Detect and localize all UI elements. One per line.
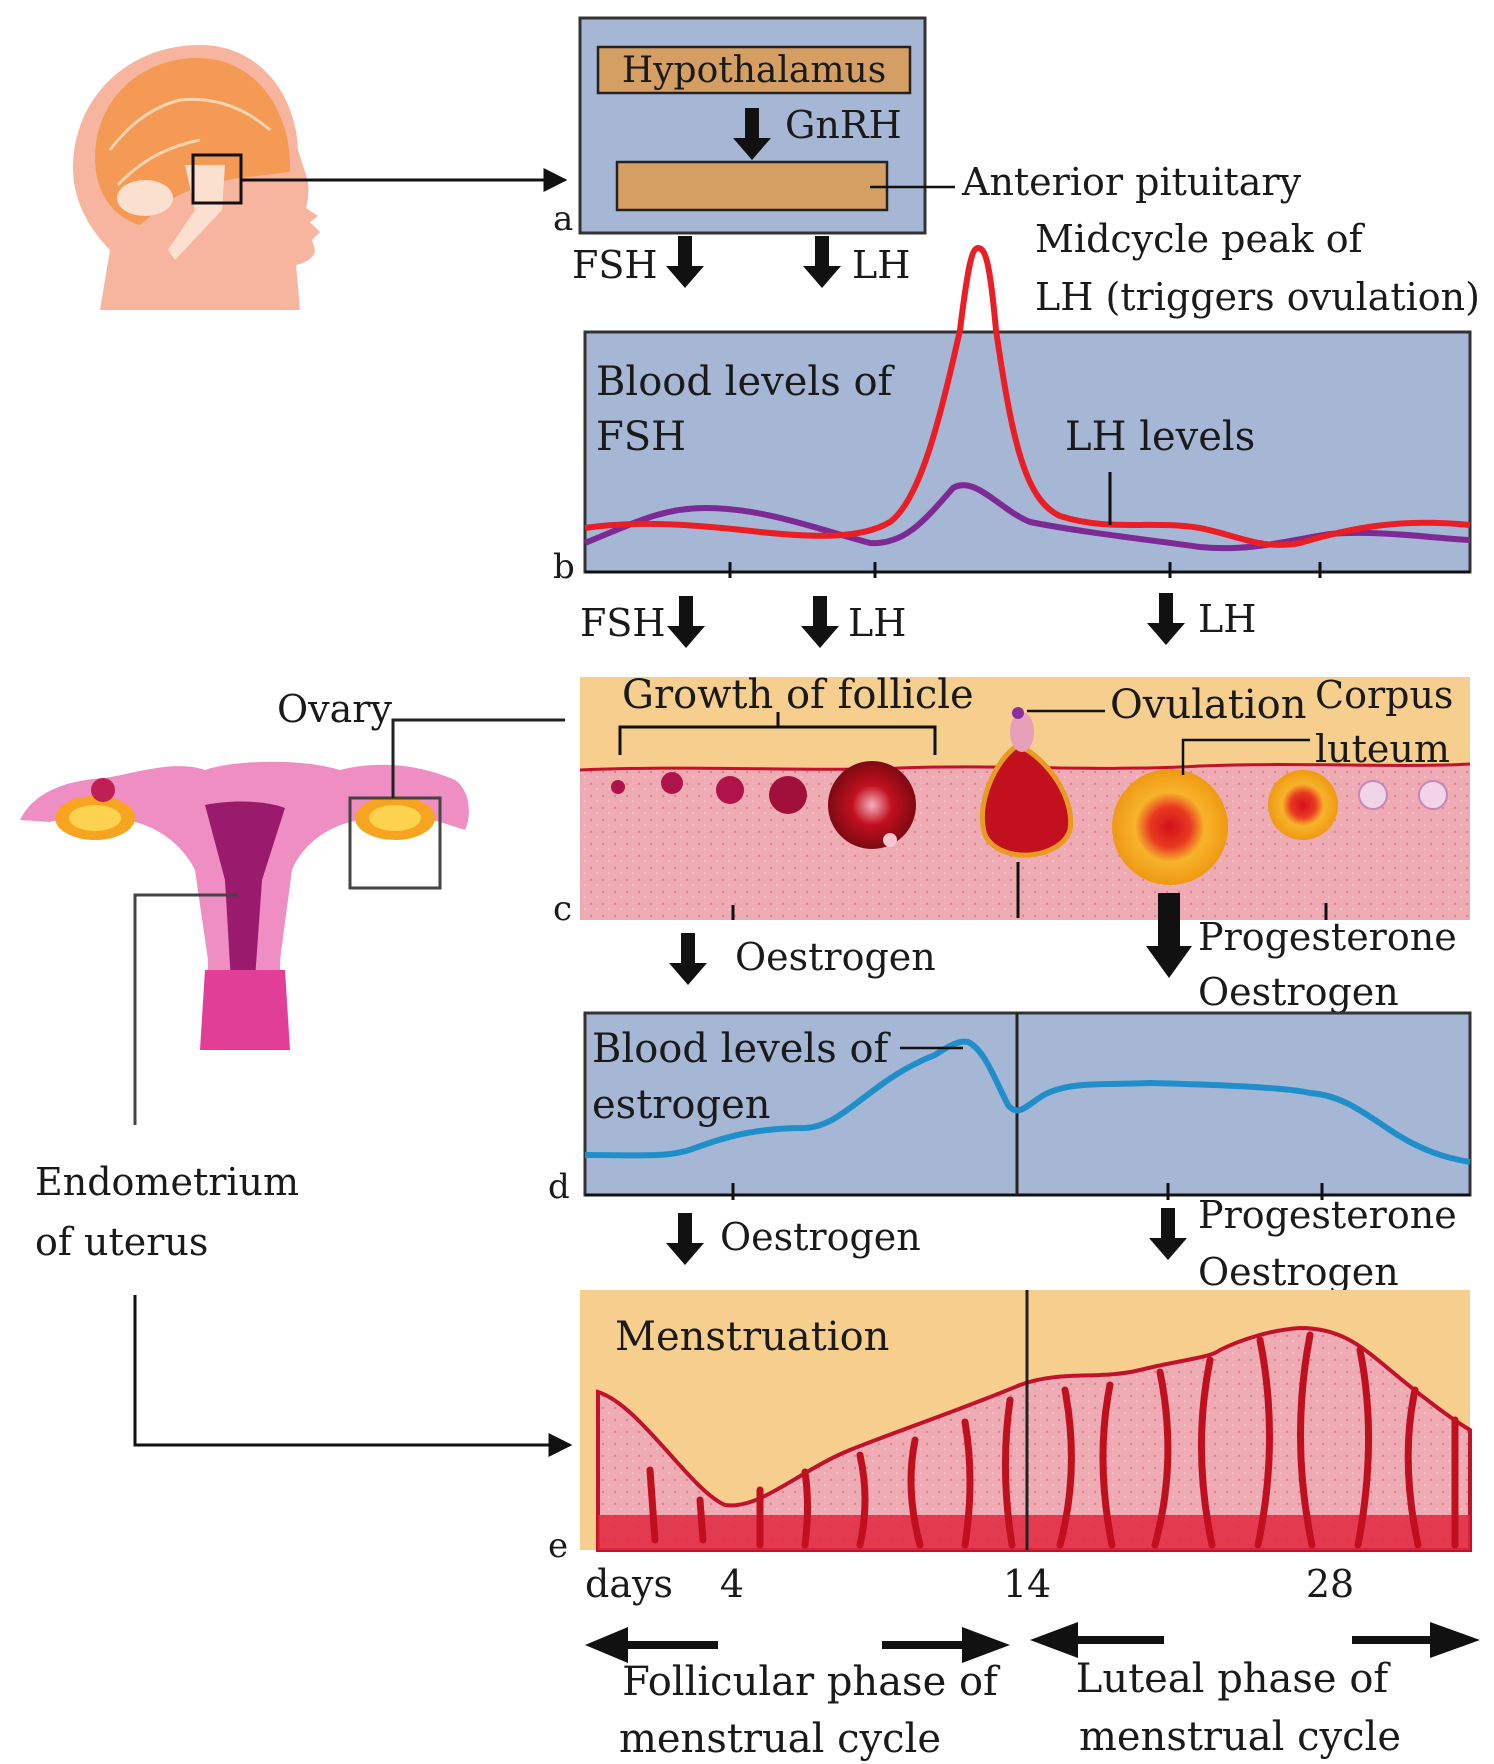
lh-levels-label: LH levels [1065, 414, 1255, 460]
panel-d: Blood levels of estrogen d [548, 1013, 1470, 1207]
panel-e: Menstruation e [548, 1290, 1470, 1566]
follicle-stage-2 [661, 772, 683, 794]
gnrh-label: GnRH [785, 103, 902, 147]
corpus-luteum [1112, 769, 1228, 885]
progesterone-label-d: Progesterone [1198, 1193, 1457, 1237]
days-label: days [585, 1562, 673, 1606]
oestrogen-label-d-right: Oestrogen [1198, 1250, 1399, 1294]
panel-c-letter: c [553, 889, 572, 929]
oestrogen-arrow-d [666, 1213, 704, 1265]
fsh-blood-level-label-line1: Blood levels of [596, 359, 896, 405]
panel-c: Growth of follicle Ovulation Corpus lute… [553, 672, 1470, 929]
endometrium-arrow [135, 1295, 570, 1445]
follicle-stage-3 [716, 776, 744, 804]
oestrogen-label-c-right: Oestrogen [1198, 970, 1399, 1014]
day-4-label: 4 [720, 1562, 744, 1606]
panel-d-letter: d [548, 1167, 570, 1207]
oestrogen-arrow-c [669, 933, 707, 985]
growth-of-follicle-label: Growth of follicle [622, 672, 974, 718]
follicular-phase-label-line2: menstrual cycle [619, 1716, 941, 1762]
lh-arrow-right [1147, 593, 1185, 645]
panel-a-letter: a [553, 199, 573, 239]
midcycle-label-line1: Midcycle peak of [1035, 217, 1366, 261]
lh-label-mid: LH [848, 601, 906, 645]
oestrogen-label-d: Oestrogen [720, 1215, 921, 1259]
ovulation-label: Ovulation [1110, 682, 1307, 728]
luteal-phase-span: Luteal phase of menstrual cycle [1030, 1622, 1480, 1760]
corpus-luteum-regressing [1268, 770, 1338, 840]
day-14-label: 14 [1003, 1562, 1051, 1606]
anterior-pituitary-box [617, 162, 887, 210]
uterus-illustration [20, 762, 469, 1050]
midcycle-label-line2: LH (triggers ovulation) [1035, 275, 1480, 319]
head-illustration [73, 45, 320, 310]
fsh-blood-level-label-line2: FSH [596, 414, 686, 460]
follicle-stage-1 [611, 780, 625, 794]
panel-e-letter: e [548, 1526, 568, 1566]
endometrium-label-line2: of uterus [35, 1220, 208, 1264]
lh-label-right: LH [1198, 597, 1256, 641]
hypothalamus-label: Hypothalamus [622, 50, 886, 91]
luteal-phase-label-line1: Luteal phase of [1076, 1656, 1392, 1702]
fsh-label-mid: FSH [580, 601, 666, 645]
ovary-label: Ovary [277, 687, 392, 731]
estrogen-blood-level-label-line1: Blood levels of [592, 1026, 892, 1072]
oestrogen-label-c: Oestrogen [735, 935, 936, 979]
lh-label-top: LH [852, 243, 910, 287]
follicular-phase-span: Follicular phase of menstrual cycle [585, 1627, 1010, 1762]
day-28-label: 28 [1306, 1562, 1354, 1606]
fsh-label-top: FSH [572, 243, 658, 287]
luteal-phase-label-line2: menstrual cycle [1079, 1714, 1401, 1760]
estrogen-blood-level-label-line2: estrogen [592, 1082, 771, 1128]
progesterone-label-c: Progesterone [1198, 915, 1457, 959]
panel-a: Hypothalamus GnRH Anterior pituitary a [553, 18, 1302, 239]
lh-arrow-top [803, 236, 841, 288]
fsh-arrow-mid [667, 596, 705, 648]
progesterone-arrow-d [1149, 1208, 1187, 1260]
day-axis: days 4 14 28 [585, 1562, 1354, 1606]
panel-b-letter: b [553, 547, 575, 587]
anterior-pituitary-label: Anterior pituitary [961, 160, 1302, 204]
corpus-luteum-label-line2: luteum [1315, 727, 1450, 771]
follicle-mature [828, 761, 916, 849]
menstruation-label: Menstruation [615, 1314, 889, 1360]
corpus-luteum-label-line1: Corpus [1315, 673, 1453, 717]
lh-arrow-mid [801, 596, 839, 648]
follicle-stage-4 [769, 776, 807, 814]
fsh-arrow-top [666, 236, 704, 288]
endometrium-label-line1: Endometrium [35, 1160, 299, 1204]
follicular-phase-label-line1: Follicular phase of [622, 1659, 1001, 1705]
